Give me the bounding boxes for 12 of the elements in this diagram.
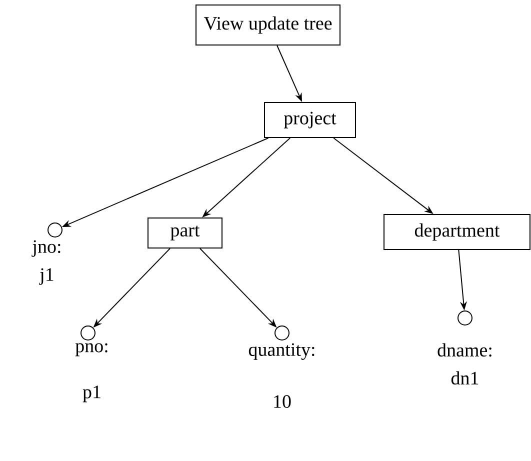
label-box: part [148, 218, 222, 248]
label-box: View update tree [196, 4, 340, 46]
label-box: project [264, 102, 356, 138]
label-box: department [384, 214, 530, 250]
node-caption: jno: j1 [32, 240, 60, 285]
leaf-circle [48, 222, 62, 238]
node-caption: dname: dn1 [438, 343, 492, 385]
node-caption: quantity: 10 [248, 343, 314, 408]
leaf-circle [80, 326, 96, 340]
node-caption: pno: p1 [75, 343, 108, 402]
leaf-circle [274, 326, 290, 340]
leaf-circle [458, 310, 472, 326]
